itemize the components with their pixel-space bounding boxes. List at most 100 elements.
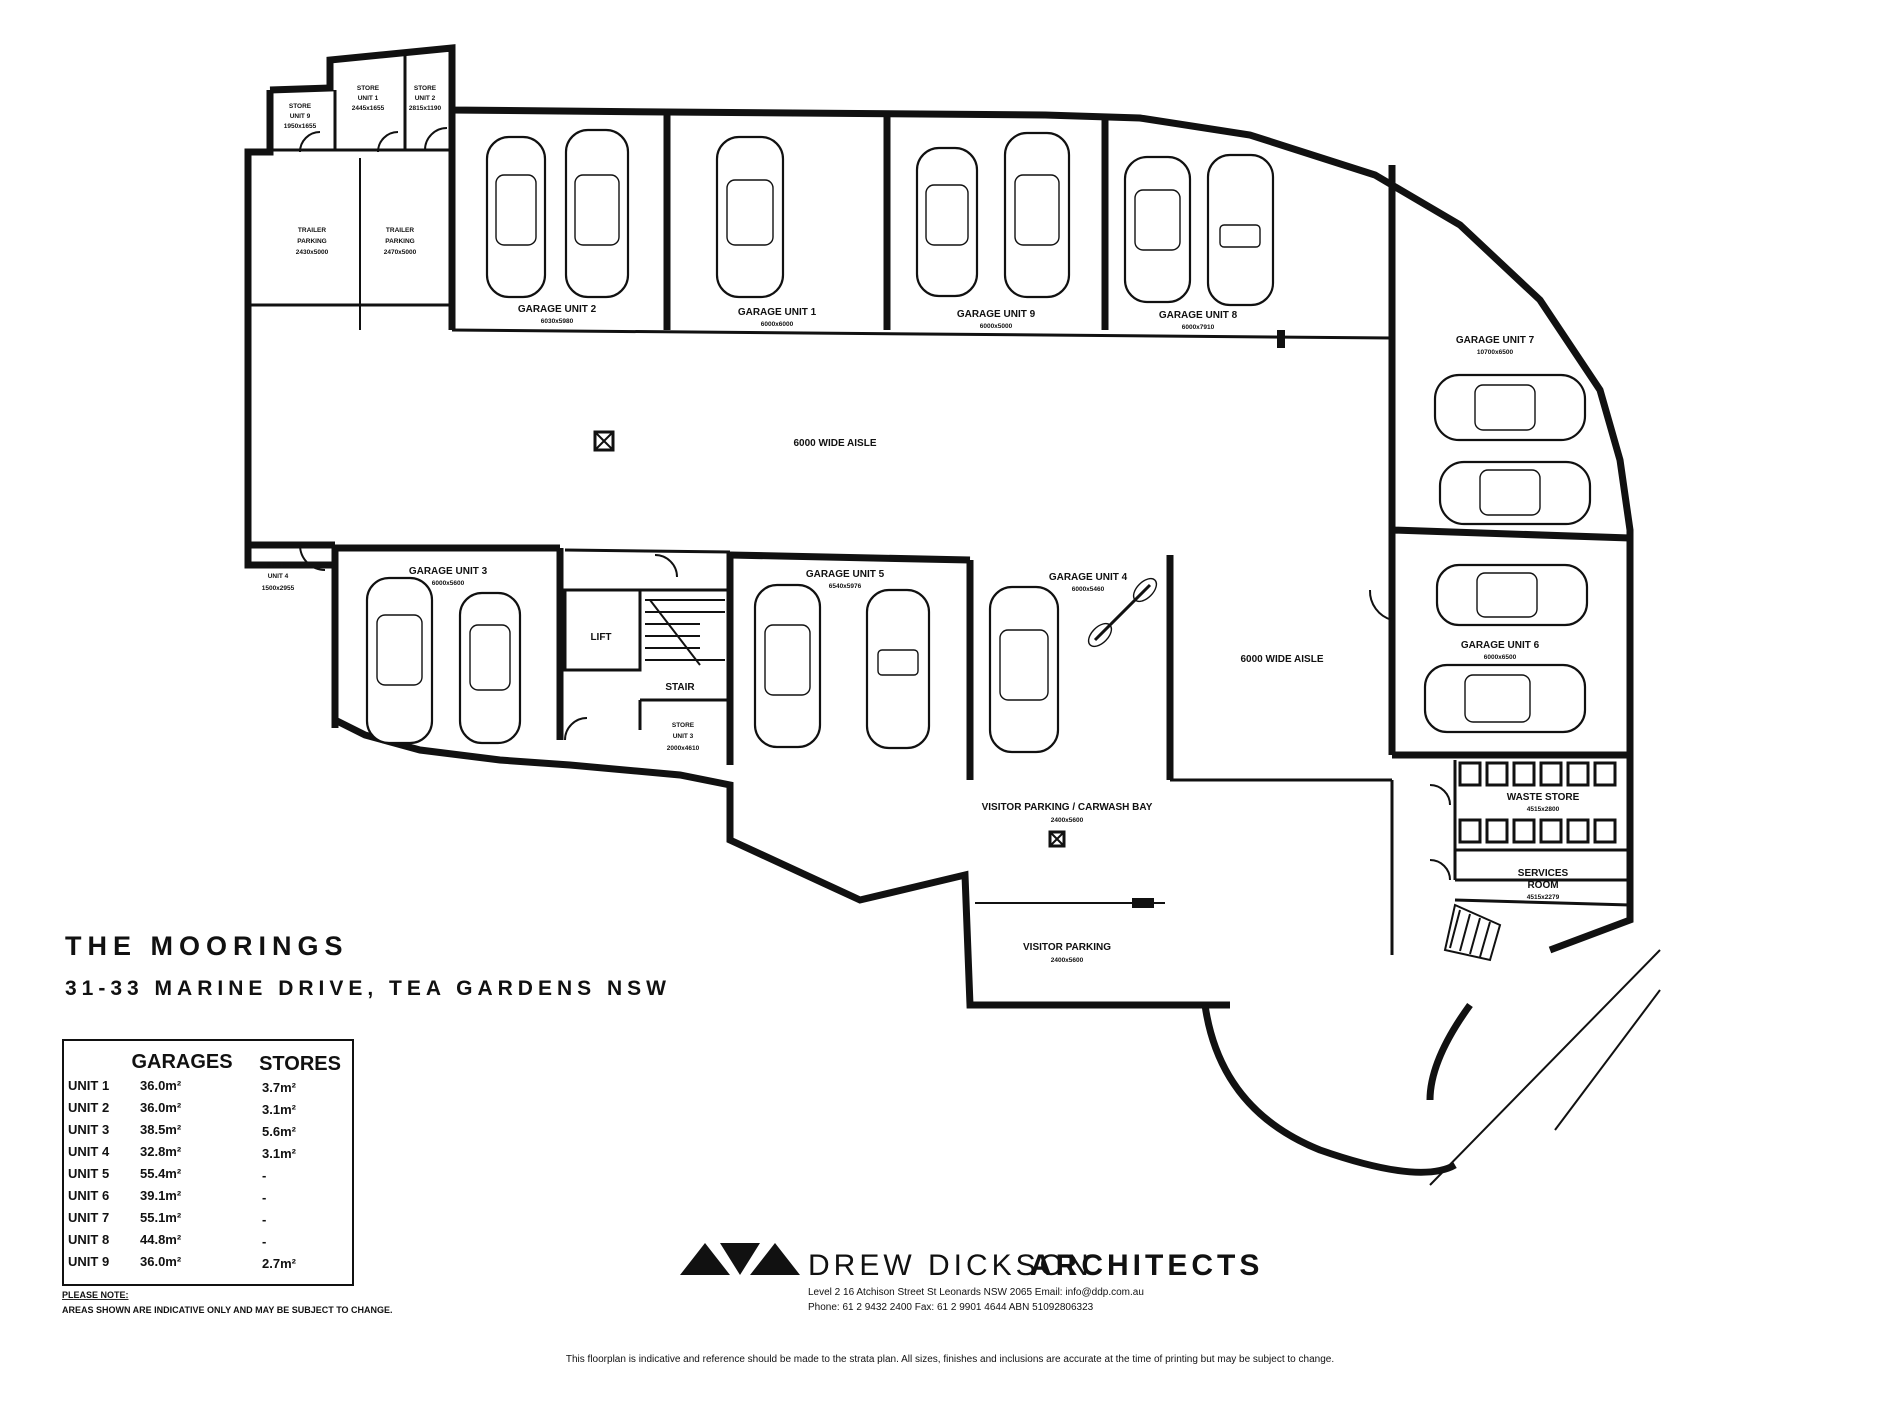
garage4-size: 6000x5460 bbox=[1072, 586, 1105, 593]
car-garage8-b bbox=[1206, 153, 1275, 307]
col-garages: GARAGES bbox=[131, 1051, 232, 1073]
row-store: 3.1m² bbox=[262, 1146, 297, 1161]
areas-table: GARAGES STORES UNIT 1 36.0m² 3.7m² UNIT … bbox=[62, 1039, 354, 1286]
garage5-name: GARAGE UNIT 5 bbox=[806, 569, 885, 580]
disclaimer: This floorplan is indicative and referen… bbox=[566, 1354, 1334, 1365]
row-unit: UNIT 4 bbox=[68, 1144, 110, 1159]
car-garage5-a bbox=[753, 583, 822, 749]
firm-address: Level 2 16 Atchison Street St Leonards N… bbox=[808, 1287, 1144, 1298]
row-unit: UNIT 3 bbox=[68, 1122, 109, 1137]
store1-name1: STORE bbox=[357, 85, 380, 92]
garage9-name: GARAGE UNIT 9 bbox=[957, 309, 1036, 320]
row-store: 2.7m² bbox=[262, 1256, 297, 1271]
garage5-size: 6540x5976 bbox=[829, 583, 862, 590]
trailer2-size: 2470x5000 bbox=[384, 249, 417, 256]
garage8-size: 6000x7910 bbox=[1182, 324, 1215, 331]
row-unit: UNIT 9 bbox=[68, 1254, 109, 1269]
garage7-name: GARAGE UNIT 7 bbox=[1456, 335, 1535, 346]
car-garage9-b bbox=[1003, 131, 1071, 299]
garage3-size: 6000x5600 bbox=[432, 580, 465, 587]
row-unit: UNIT 8 bbox=[68, 1232, 109, 1247]
car-garage9-a bbox=[915, 146, 979, 298]
trailer1-size: 2430x5000 bbox=[296, 249, 329, 256]
store4-name1: STORE bbox=[267, 562, 290, 569]
car-garage6-a bbox=[1435, 563, 1589, 627]
store2-name2: UNIT 2 bbox=[415, 95, 436, 102]
store1-name2: UNIT 1 bbox=[358, 95, 379, 102]
garage3-name: GARAGE UNIT 3 bbox=[409, 566, 488, 577]
stair-name: STAIR bbox=[665, 682, 695, 693]
store4-name2: UNIT 4 bbox=[268, 573, 289, 580]
car-garage1 bbox=[715, 135, 785, 299]
garage2-size: 6030x5980 bbox=[541, 318, 574, 325]
car-garage7-a bbox=[1433, 373, 1587, 442]
firm-logo-icon bbox=[680, 1243, 800, 1275]
project-title: THE MOORINGS bbox=[65, 931, 349, 961]
firm-name-bold: ARCHITECTS bbox=[1030, 1249, 1263, 1282]
waste-bins-bottom bbox=[1458, 818, 1617, 844]
car-garage7-b bbox=[1438, 460, 1592, 526]
services-name1: SERVICES bbox=[1518, 868, 1569, 879]
row-store: 3.7m² bbox=[262, 1080, 297, 1095]
store1-size: 2445x1655 bbox=[352, 105, 385, 112]
garage2-name: GARAGE UNIT 2 bbox=[518, 304, 597, 315]
trailer2-name2: PARKING bbox=[385, 238, 415, 245]
store4-size: 1500x2955 bbox=[262, 585, 295, 592]
garage6-name: GARAGE UNIT 6 bbox=[1461, 640, 1540, 651]
row-store: - bbox=[262, 1168, 266, 1183]
garage6-size: 6000x6500 bbox=[1484, 654, 1517, 661]
col-stores: STORES bbox=[259, 1053, 341, 1075]
aisle-east-name: 6000 WIDE AISLE bbox=[1241, 654, 1324, 665]
row-store: - bbox=[262, 1212, 266, 1227]
car-garage4 bbox=[988, 585, 1060, 754]
row-unit: UNIT 1 bbox=[68, 1078, 109, 1093]
car-garage3-a bbox=[365, 576, 434, 745]
store9-name2: UNIT 9 bbox=[290, 113, 311, 120]
room-labels: STORE UNIT 9 1950x1655 STORE UNIT 1 2445… bbox=[262, 85, 1580, 964]
garage8-name: GARAGE UNIT 8 bbox=[1159, 310, 1238, 321]
carwash-drain bbox=[1048, 830, 1066, 848]
car-garage3-b bbox=[458, 591, 522, 745]
building-walls bbox=[244, 44, 1661, 1186]
garage9-size: 6000x5000 bbox=[980, 323, 1013, 330]
services-name2: ROOM bbox=[1527, 880, 1558, 891]
waste-size: 4515x2800 bbox=[1527, 806, 1560, 813]
door-swings bbox=[299, 127, 1451, 881]
motorbike-garage4 bbox=[1087, 577, 1158, 648]
row-store: 3.1m² bbox=[262, 1102, 297, 1117]
lift-name: LIFT bbox=[590, 632, 611, 643]
stair-treads bbox=[645, 599, 725, 666]
row-unit: UNIT 5 bbox=[68, 1166, 109, 1181]
waste-bins-top bbox=[1458, 761, 1617, 787]
row-store: - bbox=[262, 1234, 266, 1249]
visitor-carwash-size: 2400x5600 bbox=[1051, 817, 1084, 824]
visitor-size: 2400x5600 bbox=[1051, 957, 1084, 964]
row-garage: 39.1m² bbox=[140, 1188, 182, 1203]
garage1-size: 6000x6000 bbox=[761, 321, 794, 328]
store9-size: 1950x1655 bbox=[284, 123, 317, 130]
firm-name-light: DREW DICKSON bbox=[808, 1249, 1093, 1282]
services-stair bbox=[1443, 903, 1502, 962]
waste-name: WASTE STORE bbox=[1507, 792, 1580, 803]
row-garage: 38.5m² bbox=[140, 1122, 182, 1137]
row-garage: 55.1m² bbox=[140, 1210, 182, 1225]
garage7-size: 10700x6500 bbox=[1477, 349, 1514, 356]
garage1-name: GARAGE UNIT 1 bbox=[738, 307, 817, 318]
row-store: - bbox=[262, 1190, 266, 1205]
cars bbox=[365, 128, 1617, 848]
services-size: 4515x2279 bbox=[1527, 894, 1560, 901]
row-store: 5.6m² bbox=[262, 1124, 297, 1139]
aisle-main-name: 6000 WIDE AISLE bbox=[794, 438, 877, 449]
row-garage: 36.0m² bbox=[140, 1100, 182, 1115]
trailer1-name1: TRAILER bbox=[298, 227, 326, 234]
garage4-name: GARAGE UNIT 4 bbox=[1049, 572, 1128, 583]
car-garage6-b bbox=[1423, 663, 1587, 734]
row-unit: UNIT 6 bbox=[68, 1188, 109, 1203]
store3-size: 2000x4610 bbox=[667, 745, 700, 752]
note-heading: PLEASE NOTE: bbox=[62, 1290, 129, 1300]
visitor-name: VISITOR PARKING bbox=[1023, 942, 1111, 953]
store9-name1: STORE bbox=[289, 103, 312, 110]
project-address: 31-33 MARINE DRIVE, TEA GARDENS NSW bbox=[65, 977, 671, 1000]
row-unit: UNIT 2 bbox=[68, 1100, 109, 1115]
